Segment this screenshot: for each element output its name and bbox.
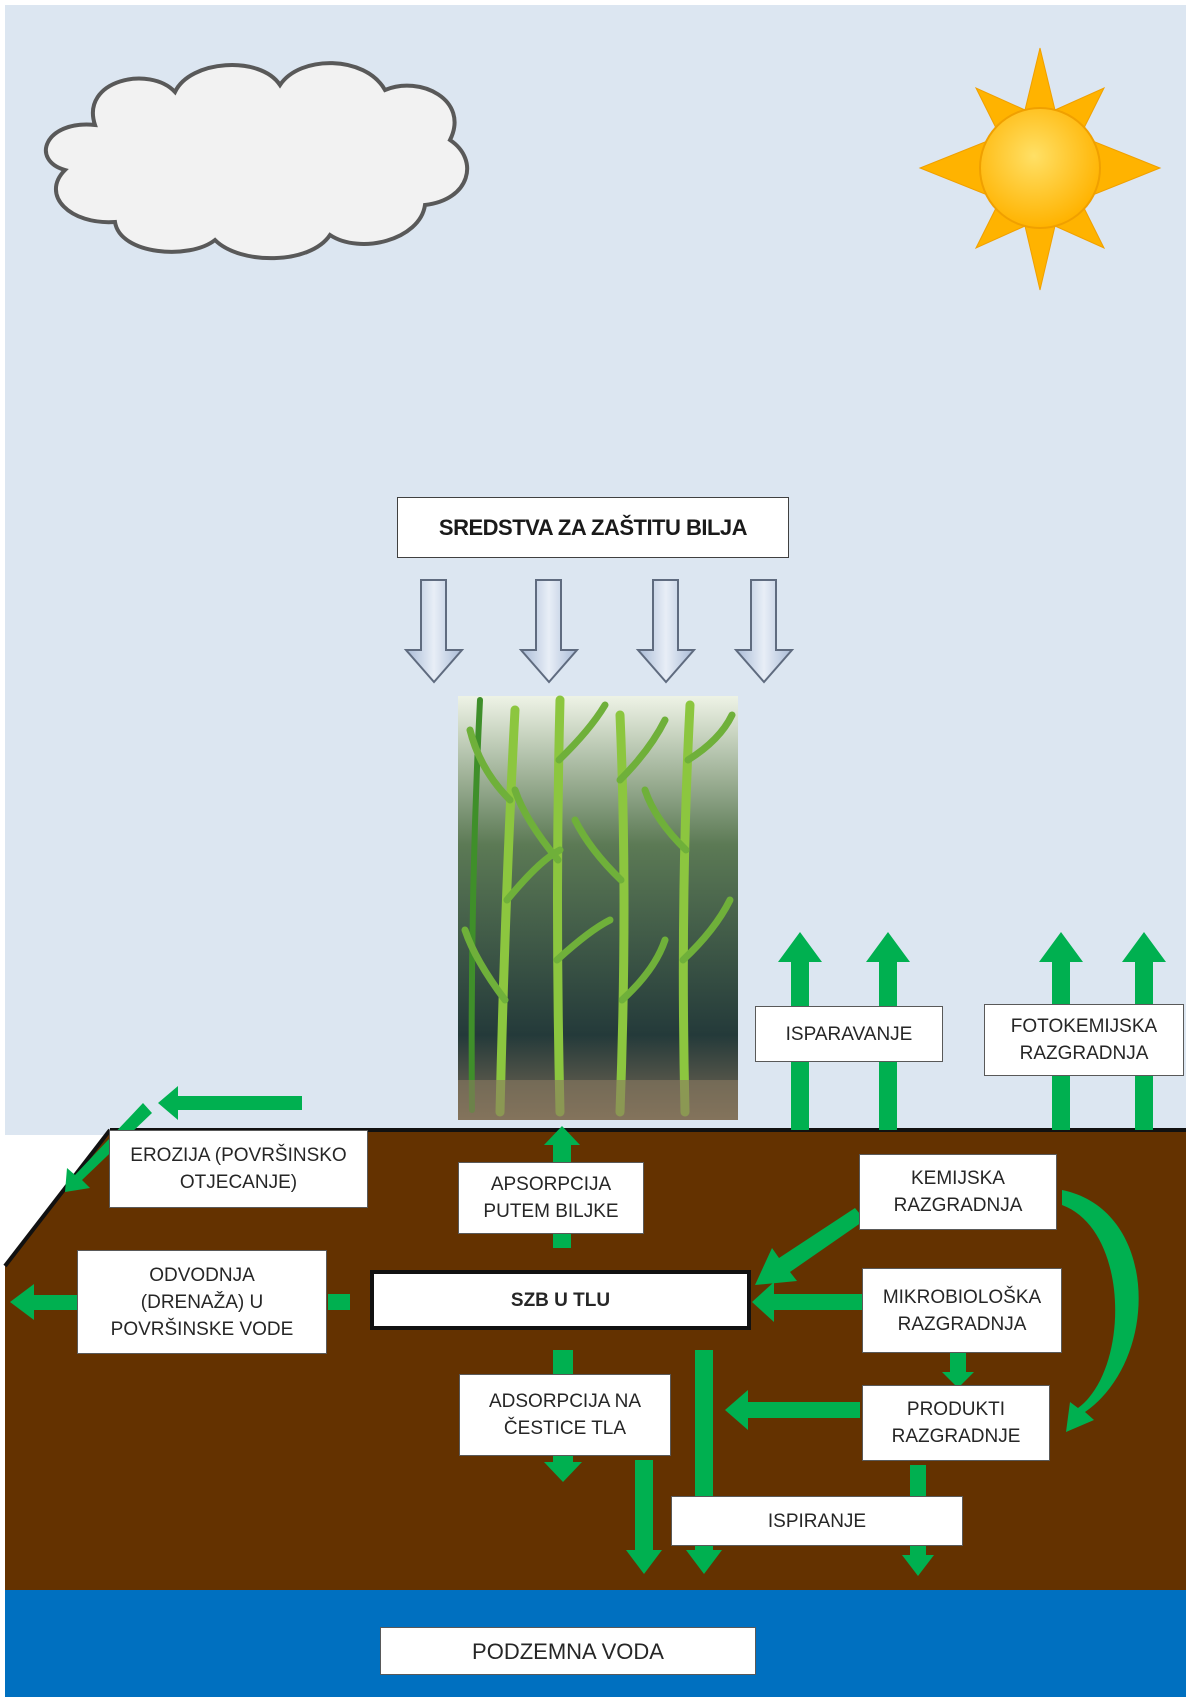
- microbial-degradation-label: MIKROBIOLOŠKA RAZGRADNJA: [862, 1268, 1062, 1353]
- chemical-degradation-arrow: [755, 1208, 865, 1285]
- drainage-label: ODVODNJA (DRENAŽA) U POVRŠINSKE VODE: [77, 1250, 327, 1354]
- erosion-arrow: [65, 1103, 152, 1192]
- erosion-label: EROZIJA (POVRŠINSKO OTJECANJE): [109, 1130, 368, 1208]
- spray-arrow: [635, 579, 697, 684]
- pesticides-title: SREDSTVA ZA ZAŠTITU BILJA: [397, 497, 789, 558]
- chemical-to-products-curve: [1062, 1190, 1139, 1432]
- soil: [5, 1130, 1186, 1590]
- spray-arrow: [733, 579, 795, 684]
- products-to-leaching-arrow: [725, 1390, 860, 1430]
- evaporation-label: ISPARAVANJE: [755, 1006, 943, 1062]
- erosion-arrow: [158, 1086, 302, 1120]
- adsorption-label: ADSORPCIJA NA ČESTICE TLA: [459, 1374, 671, 1456]
- corn-plants-icon: [458, 695, 738, 1120]
- chemical-degradation-label: KEMIJSKA RAZGRADNJA: [859, 1154, 1057, 1230]
- spray-arrow: [518, 579, 580, 684]
- leaching-arrow: [626, 1460, 662, 1574]
- groundwater-label: PODZEMNA VODA: [380, 1627, 756, 1675]
- drainage-arrow-stub: [328, 1294, 350, 1310]
- spray-arrows: [403, 579, 795, 684]
- spray-arrow: [403, 579, 465, 684]
- degradation-products-label: PRODUKTI RAZGRADNJE: [862, 1385, 1050, 1461]
- pesticide-in-soil-label: SZB U TLU: [370, 1270, 751, 1330]
- absorption-label: APSORPCIJA PUTEM BILJKE: [458, 1162, 644, 1234]
- photodegradation-label: FOTOKEMIJSKA RAZGRADNJA: [984, 1004, 1184, 1076]
- microbial-degradation-arrow: [752, 1282, 862, 1322]
- sun-icon: [918, 47, 1162, 291]
- soil-slope-line: [3, 1128, 112, 1268]
- cloud-icon: [44, 61, 470, 261]
- microbial-to-products-arrow: [942, 1352, 974, 1388]
- leaching-label: ISPIRANJE: [671, 1496, 963, 1546]
- drainage-arrow: [10, 1284, 78, 1320]
